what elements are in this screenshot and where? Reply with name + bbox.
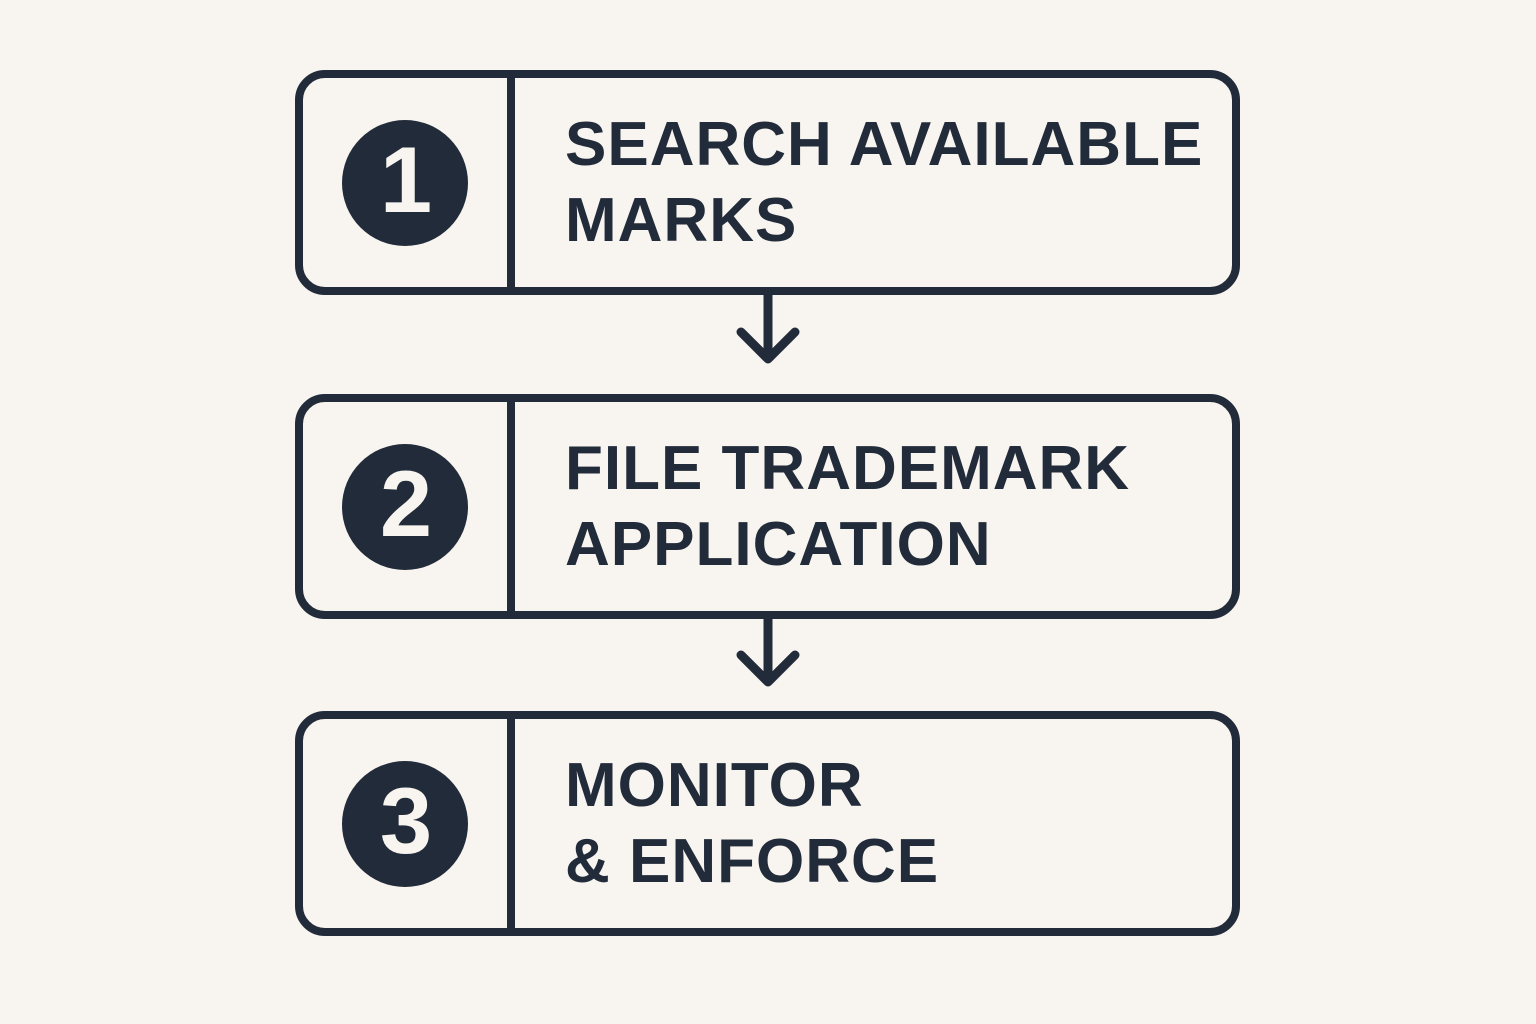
step-3-title-line2: & ENFORCE xyxy=(565,826,940,896)
step-1-number-badge: 1 xyxy=(342,119,468,246)
step-2-number-cell: 2 xyxy=(303,402,515,611)
step-3-title-line1: MONITOR xyxy=(565,750,864,820)
step-2-number-badge: 2 xyxy=(342,443,468,570)
step-1-number: 1 xyxy=(379,126,432,232)
step-1-label-cell: SEARCH AVAILABLE MARKS xyxy=(515,78,1232,287)
step-3-number-badge: 3 xyxy=(342,760,468,887)
step-1-title: SEARCH AVAILABLE MARKS xyxy=(565,107,1212,259)
step-1-title-line2: MARKS xyxy=(565,185,798,255)
step-1-number-cell: 1 xyxy=(303,78,515,287)
step-3-number-cell: 3 xyxy=(303,719,515,928)
step-box-3: 3 MONITOR & ENFORCE xyxy=(295,711,1240,936)
step-box-2: 2 FILE TRADEMARK APPLICATION xyxy=(295,394,1240,619)
step-box-1: 1 SEARCH AVAILABLE MARKS xyxy=(295,70,1240,295)
step-2-title-line1: FILE TRADEMARK xyxy=(565,433,1131,503)
step-2-title: FILE TRADEMARK APPLICATION xyxy=(565,431,1212,583)
step-3-number: 3 xyxy=(379,767,432,873)
step-3-title: MONITOR & ENFORCE xyxy=(565,748,1212,900)
arrow-down-icon xyxy=(728,616,808,694)
step-2-label-cell: FILE TRADEMARK APPLICATION xyxy=(515,402,1232,611)
step-2-number: 2 xyxy=(379,450,432,556)
arrow-down-icon xyxy=(728,293,808,371)
step-1-title-line1: SEARCH AVAILABLE xyxy=(565,109,1204,179)
step-3-label-cell: MONITOR & ENFORCE xyxy=(515,719,1232,928)
step-2-title-line2: APPLICATION xyxy=(565,509,992,579)
